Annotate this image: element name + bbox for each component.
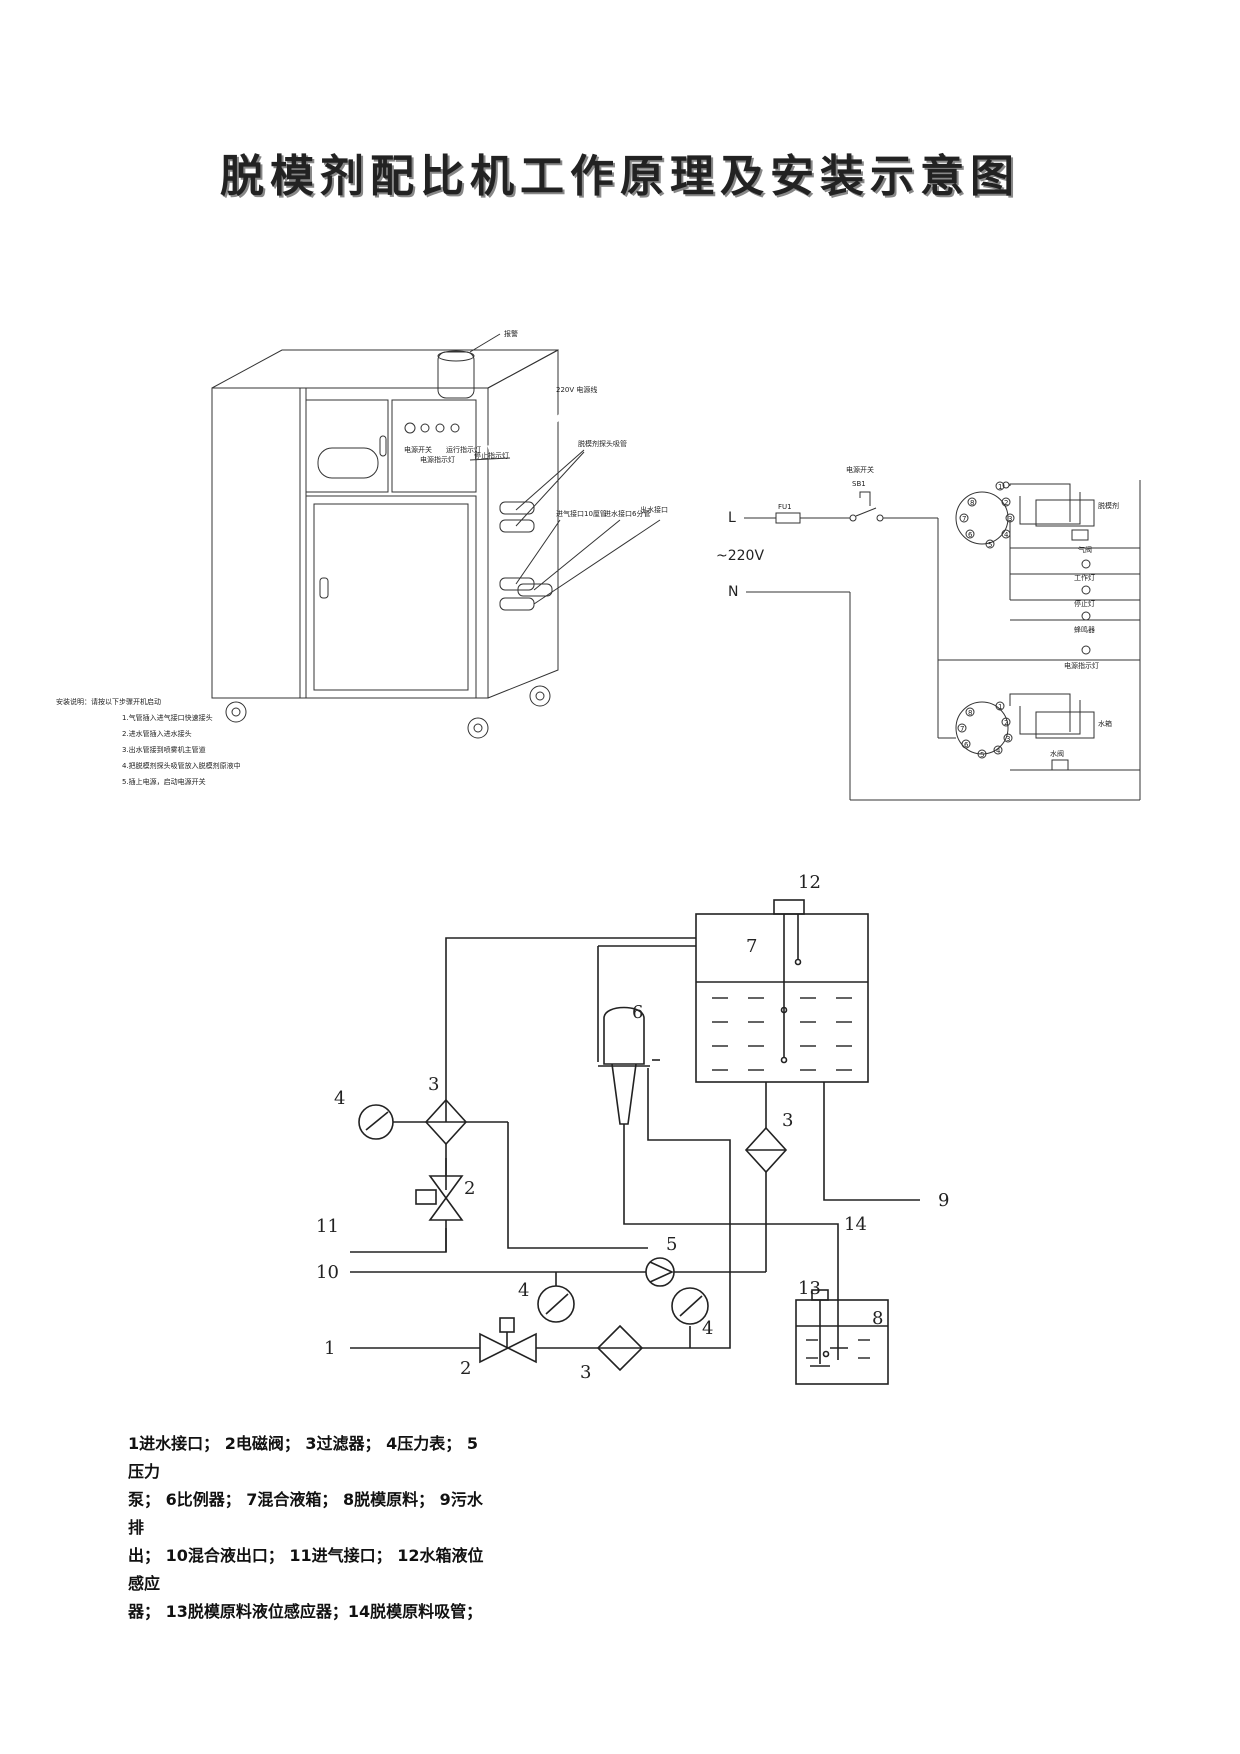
svg-text:8: 8 [968,709,972,717]
label-4-right: 4 [702,1318,713,1339]
buzzer-icon [1081,611,1091,621]
label-9: 9 [938,1190,949,1211]
component-legend: 1进水接口； 2电磁阀； 3过滤器； 4压力表； 5压力 泵； 6比例器； 7混… [128,1430,488,1626]
power-switch-label: 电源开关 [404,445,432,454]
label-2-lower: 2 [460,1358,471,1379]
flow-diagram: 12 7 6 3 4 2 11 10 5 3 9 14 4 4 13 8 1 2… [316,872,949,1385]
install-heading: 安装说明：请按以下步骤开机启动 [56,698,161,706]
fuse-label: FU1 [778,503,792,511]
label-6: 6 [632,1002,643,1023]
proportioner [603,1006,645,1065]
label-10: 10 [316,1262,339,1283]
fuse-icon [775,512,801,524]
work-lamp-icon [1081,559,1091,569]
power-lamp-icon [1081,645,1091,655]
agent-tank-label: 脱模剂 [1098,501,1119,510]
svg-text:2: 2 [1004,499,1008,507]
label-12: 12 [798,872,821,893]
svg-text:4: 4 [996,747,1001,755]
buzzer-label: 蜂鸣器 [1074,625,1095,634]
svg-text:5: 5 [988,541,992,549]
switch-label: 电源开关 [846,465,874,474]
label-2-upper: 2 [464,1178,475,1199]
legend-line: 泵； 6比例器； 7混合液箱； 8脱模原料； 9污水排 [128,1490,483,1537]
air-valve-label: 气阀 [1078,545,1092,554]
install-step: 2.进水管插入进水接头 [122,730,192,738]
install-step: 1.气管插入进气接口快速接头 [122,714,213,722]
line-L-label: L [728,510,736,526]
stop-lamp-icon [1081,585,1091,595]
label-4-middle: 4 [518,1280,529,1301]
machine-illustration: 报警 220V 电源线 电源开关 电源指示灯 运行指示灯 停止指示灯 脱模剂探头… [211,329,668,739]
switch-icon [859,491,871,506]
tank-level-sensor [773,899,805,915]
label-8: 8 [872,1308,883,1329]
power-cord-label: 220V 电源线 [556,385,597,394]
pressure-gauge-middle [537,1285,575,1323]
svg-text:1: 1 [998,703,1002,711]
water-valve-label: 水阀 [1050,749,1064,758]
door-handle-icon [319,577,329,599]
switch-id: SB1 [852,480,866,488]
svg-text:6: 6 [964,741,969,749]
legend-line: 出； 10混合液出口； 11进气接口； 12水箱液位感应 [128,1546,484,1593]
install-instructions: 安装说明：请按以下步骤开机启动 1.气管插入进气接口快速接头 2.进水管插入进水… [56,694,241,790]
water-inlet-label: 进水接口6分管 [604,509,650,518]
label-1: 1 [324,1338,335,1359]
label-14: 14 [844,1214,867,1235]
svg-text:3: 3 [1006,735,1010,743]
alarm-label: 报警 [504,329,518,338]
label-13: 13 [798,1278,821,1299]
legend-line: 1进水接口； 2电磁阀； 3过滤器； 4压力表； 5压力 [128,1434,478,1481]
voltage-label: ~220V [716,548,764,564]
water-outlet-label: 出水接口 [640,505,668,514]
label-3-bottom: 3 [580,1362,591,1383]
stop-lamp-label: 停止指示灯 [474,451,509,460]
solenoid-valve-lower [479,1332,510,1364]
label-5: 5 [666,1234,677,1255]
work-lamp-label: 工作灯 [1074,573,1095,582]
raw-material-tank [795,1299,889,1385]
svg-text:7: 7 [962,515,966,523]
agent-suction-label: 脱模剂探头吸管 [578,439,627,448]
pipe-connectors [499,501,553,611]
alarm-beacon-icon [437,351,475,399]
power-switch-knob-icon [404,422,416,434]
svg-text:8: 8 [970,499,974,507]
install-step: 4.把脱模剂探头吸管放入脱模剂原液中 [122,762,241,770]
label-4-left: 4 [334,1088,345,1109]
legend-line: 器； 13脱模原料液位感应器；14脱模原料吸管； [128,1602,483,1621]
svg-text:5: 5 [980,751,984,759]
stop-lamp-label: 停止灯 [1074,599,1095,608]
label-3-left: 3 [428,1074,439,1095]
label-11: 11 [316,1216,339,1237]
install-step: 3.出水管接到喷雾机主管道 [122,746,206,754]
svg-text:6: 6 [968,531,973,539]
svg-text:3: 3 [1008,515,1012,523]
filter-bottom [596,1324,644,1372]
caster-wheels [225,685,551,739]
level-relay-2: 1 2 3 4 5 6 7 8 水箱 水阀 [938,693,1140,771]
label-7: 7 [746,936,757,957]
filter-right [744,1126,788,1174]
power-lamp-label: 电源指示灯 [1064,661,1099,670]
level-relay-1: 1 2 3 4 5 6 7 8 脱模剂 气阀 工作灯 停止灯 蜂鸣器 [955,481,1140,670]
page-title: 脱模剂配比机工作原理及安装示意图 [220,151,1020,202]
svg-text:2: 2 [1004,719,1008,727]
air-inlet-label: 进气接口10厘管 [556,509,607,518]
label-3-right: 3 [782,1110,793,1131]
pressure-gauge-right [671,1287,709,1325]
line-N-label: N [728,584,738,600]
svg-text:7: 7 [960,725,964,733]
power-lamp-label: 电源指示灯 [420,455,455,464]
run-lamp-label: 运行指示灯 [446,445,481,454]
install-step: 5.插上电源，启动电源开关 [122,778,206,786]
circuit-diagram: L ~220V N FU1 电源开关 SB1 1 2 3 4 5 [716,465,1141,801]
svg-text:1: 1 [998,483,1002,491]
svg-text:4: 4 [1004,531,1009,539]
water-tank-label: 水箱 [1098,719,1112,728]
